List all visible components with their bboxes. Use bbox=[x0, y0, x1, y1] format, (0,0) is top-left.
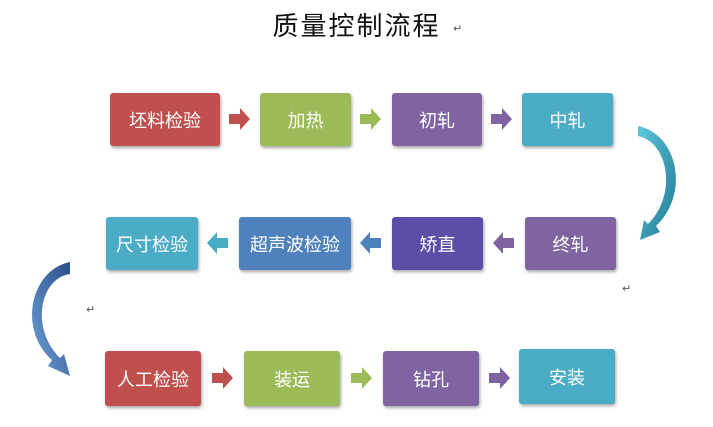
right-arrow-icon bbox=[491, 108, 512, 130]
step-manual-inspection: 人工检验 bbox=[105, 351, 201, 406]
step-label: 矫直 bbox=[419, 234, 456, 256]
step-label: 钻孔 bbox=[413, 369, 449, 391]
step-label: 装运 bbox=[274, 369, 310, 391]
step-intermediate-rolling: 中轧 bbox=[522, 93, 613, 146]
step-straightening: 矫直 bbox=[392, 217, 483, 270]
paragraph-mark: ↵ bbox=[453, 22, 463, 35]
left-arrow-icon bbox=[493, 232, 514, 254]
step-installation: 安装 bbox=[519, 349, 615, 404]
paragraph-mark: ↵ bbox=[86, 303, 96, 316]
step-rough-rolling: 初轧 bbox=[392, 93, 482, 146]
step-label: 终轧 bbox=[552, 234, 589, 256]
curved-arrow-icon bbox=[638, 126, 676, 240]
step-drilling: 钻孔 bbox=[383, 351, 479, 406]
curved-arrow-icon bbox=[32, 262, 70, 376]
step-label: 初轧 bbox=[419, 110, 455, 132]
step-label: 人工检验 bbox=[117, 369, 189, 391]
step-billet-inspection: 坯料检验 bbox=[110, 93, 220, 146]
paragraph-mark: ↵ bbox=[622, 282, 632, 295]
step-label: 坯料检验 bbox=[129, 110, 201, 132]
left-arrow-icon bbox=[360, 232, 381, 254]
step-shipping: 装运 bbox=[244, 351, 340, 406]
step-finish-rolling: 终轧 bbox=[525, 217, 616, 270]
right-arrow-icon bbox=[351, 367, 372, 389]
step-label: 超声波检验 bbox=[250, 234, 340, 256]
left-arrow-icon bbox=[207, 232, 228, 254]
step-dimension-inspection: 尺寸检验 bbox=[106, 217, 198, 270]
right-arrow-icon bbox=[489, 367, 510, 389]
step-heating: 加热 bbox=[260, 93, 351, 146]
diagram-title: 质量控制流程 bbox=[272, 12, 441, 42]
step-label: 加热 bbox=[287, 110, 324, 132]
step-label: 尺寸检验 bbox=[116, 234, 188, 256]
step-label: 中轧 bbox=[549, 110, 586, 132]
right-arrow-icon bbox=[360, 108, 381, 130]
right-arrow-icon bbox=[229, 108, 250, 130]
step-label: 安装 bbox=[549, 367, 585, 389]
right-arrow-icon bbox=[212, 367, 233, 389]
step-ultrasonic-inspection: 超声波检验 bbox=[239, 217, 351, 270]
